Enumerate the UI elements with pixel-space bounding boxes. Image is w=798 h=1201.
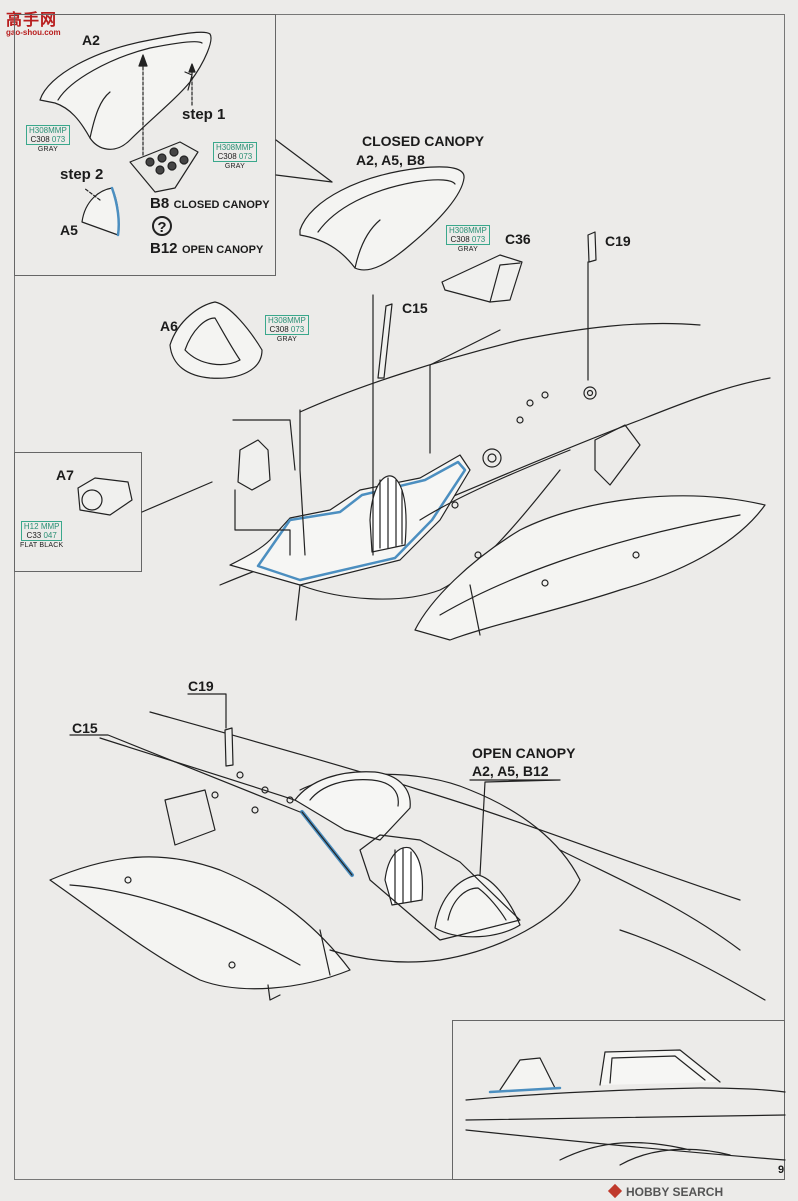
paint-brand: MMP	[235, 143, 254, 152]
paint-callout-1: H308MMP C308 073 GRAY	[26, 125, 70, 154]
paint-callout-3: H308MMP C308 073 GRAY	[446, 225, 490, 254]
page-frame	[14, 14, 785, 1180]
step-inset-box	[14, 14, 276, 276]
paint-code: H308	[29, 126, 49, 135]
paint-ref: 047	[43, 531, 57, 540]
paint-ref: 073	[51, 135, 66, 144]
watermark-logo: 高手网 gao-shou.com	[6, 6, 61, 37]
hobby-search-icon	[607, 1183, 623, 1199]
label-c15-bottom: C15	[72, 720, 98, 736]
label-c36: C36	[505, 231, 531, 247]
paint-name: GRAY	[276, 336, 297, 343]
paint-name: GRAY	[37, 146, 58, 153]
closed-canopy-parts: A2, A5, B8	[356, 152, 425, 168]
label-a5: A5	[60, 222, 78, 238]
paint-brand: MMP	[287, 316, 306, 325]
paint-brand: MMP	[40, 522, 60, 531]
label-b8-note: CLOSED CANOPY	[173, 199, 270, 211]
label-a6: A6	[160, 318, 178, 334]
paint-code-2: C308	[30, 135, 50, 144]
paint-code: H308	[216, 143, 236, 152]
label-b12-note: OPEN CANOPY	[181, 244, 264, 256]
label-b12: B12	[150, 240, 178, 257]
label-c19-top: C19	[605, 233, 631, 249]
paint-code-2: C308	[450, 235, 470, 244]
paint-callout-5: H12 MMP C33 047 FLAT BLACK	[20, 521, 63, 550]
closed-canopy-title: CLOSED CANOPY	[362, 133, 485, 149]
paint-name: FLAT BLACK	[20, 542, 64, 549]
watermark-sub: gao-shou.com	[6, 28, 61, 37]
open-canopy-title: OPEN CANOPY	[472, 745, 576, 761]
b12-caption: B12 OPEN CANOPY	[150, 240, 263, 258]
b8-caption: B8 CLOSED CANOPY	[150, 195, 270, 213]
result-inset-box	[452, 1020, 785, 1180]
label-step2: step 2	[60, 166, 104, 183]
label-b8: B8	[150, 195, 170, 212]
paint-code-2: C33	[26, 531, 42, 540]
label-step1: step 1	[182, 106, 226, 123]
paint-ref: 073	[290, 325, 305, 334]
question-icon: ?	[152, 216, 172, 236]
paint-ref: 073	[238, 152, 253, 161]
label-a7: A7	[56, 467, 74, 483]
paint-code-2: C308	[269, 325, 289, 334]
paint-callout-2: H308MMP C308 073 GRAY	[213, 142, 257, 171]
label-c15-top: C15	[402, 300, 428, 316]
paint-code-2: C308	[217, 152, 237, 161]
page-number: 9	[778, 1164, 785, 1176]
watermark-main: 高手网	[6, 12, 58, 29]
label-c19-bottom: C19	[188, 678, 214, 694]
paint-brand: MMP	[48, 126, 67, 135]
paint-code: H308	[449, 226, 469, 235]
hobby-search-logo: HOBBY SEARCH	[607, 1183, 724, 1201]
paint-name: GRAY	[224, 163, 245, 170]
hobby-search-text: HOBBY SEARCH	[626, 1185, 724, 1199]
paint-brand: MMP	[468, 226, 487, 235]
paint-ref: 073	[471, 235, 486, 244]
open-canopy-parts: A2, A5, B12	[472, 763, 549, 779]
paint-callout-4: H308MMP C308 073 GRAY	[265, 315, 309, 344]
label-a2: A2	[82, 32, 100, 48]
paint-code: H308	[268, 316, 288, 325]
paint-code: H12	[23, 522, 39, 531]
paint-name: GRAY	[457, 246, 478, 253]
